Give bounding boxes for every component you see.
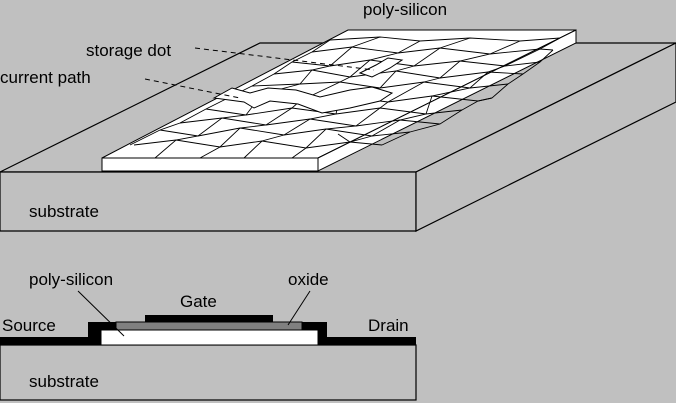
cross-oxide-leader bbox=[287, 290, 311, 326]
current-path-shape bbox=[212, 86, 394, 114]
drain-label: Drain bbox=[368, 316, 409, 335]
cross-substrate-label: substrate bbox=[29, 372, 99, 391]
current-path-region bbox=[212, 86, 394, 114]
cross-oxide bbox=[115, 321, 303, 331]
top-substrate-label: substrate bbox=[29, 202, 99, 221]
storage-dot-leader bbox=[194, 47, 375, 71]
leader-lines bbox=[144, 47, 375, 99]
cross-poly-silicon bbox=[100, 329, 319, 346]
cross-section-view: poly-silicon Gate oxide Source Drain sub… bbox=[0, 270, 417, 401]
source-drain-layer bbox=[0, 322, 416, 345]
cross-poly-leader bbox=[77, 290, 125, 337]
storage-dot-label: storage dot bbox=[86, 41, 171, 60]
storage-dot bbox=[358, 57, 404, 78]
top-poly-silicon-label: poly-silicon bbox=[363, 0, 447, 19]
substrate-side-face bbox=[415, 42, 676, 232]
poly-sheet-front-edge bbox=[101, 157, 319, 172]
cross-gate bbox=[145, 315, 273, 322]
perspective-view: poly-silicon storage dot current path su… bbox=[0, 0, 676, 232]
current-path-label: current path bbox=[0, 68, 91, 87]
source-label: Source bbox=[2, 316, 56, 335]
cross-poly-silicon-label: poly-silicon bbox=[29, 270, 113, 289]
gate-label: Gate bbox=[180, 292, 217, 311]
cross-substrate bbox=[0, 344, 417, 401]
oxide-label: oxide bbox=[288, 270, 329, 289]
current-path-leader bbox=[144, 78, 241, 99]
